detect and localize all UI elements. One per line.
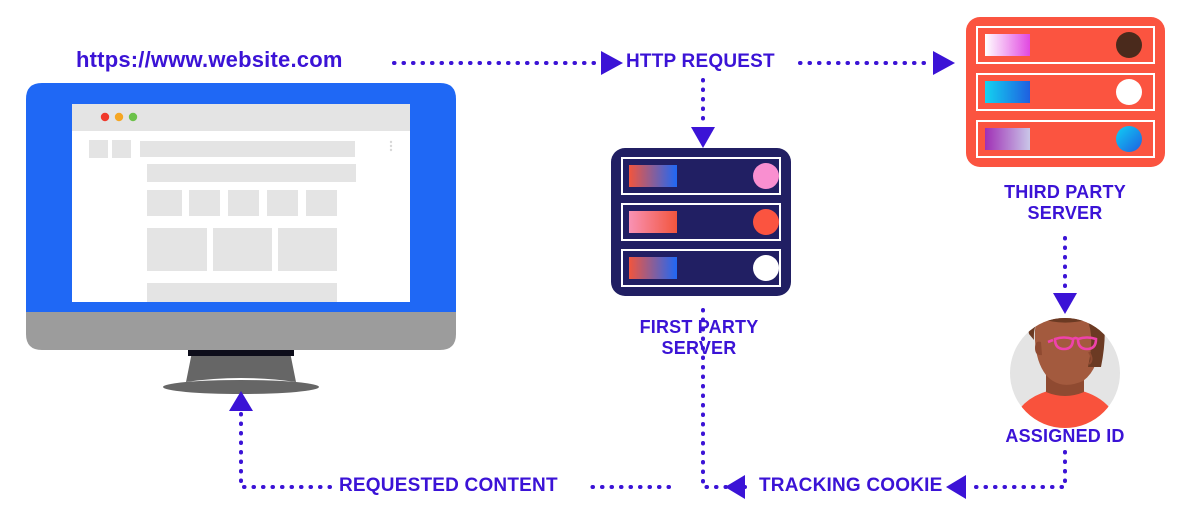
connector-arrowheads [229,51,1077,499]
avatar-glasses-icon [1047,336,1098,351]
arrow-down-to-user-icon [1053,293,1077,314]
monitor-base [163,380,319,394]
third-party-server-bay-3 [976,120,1155,158]
arrow-down-to-first-party-icon [691,127,715,148]
arrow-right-to-third-party-icon [933,51,955,75]
arrow-right-to-http-icon [601,51,623,75]
first-party-server-bay-3 [621,249,781,287]
third-party-server-label-line1: THIRD PARTY [1004,182,1126,202]
third-party-server-bay-2 [976,73,1155,111]
connector-lines [239,61,1067,489]
tracking-cookie-label: TRACKING COOKIE [759,475,943,496]
assigned-id-label: ASSIGNED ID [1005,426,1125,446]
third-party-server-bay-1 [976,26,1155,64]
first-party-server-label-line1: FIRST PARTY [639,317,759,337]
arrow-left-to-first-party-icon [725,475,745,499]
third-party-server [966,17,1165,167]
monitor-stand-neck [186,352,296,382]
http-request-label: HTTP REQUEST [626,51,775,72]
first-party-server-label: FIRST PARTY SERVER [599,317,799,359]
url-label: https://www.website.com [76,47,343,72]
arrow-up-to-monitor-icon [229,391,253,411]
connector-tracking-to-first-party [701,308,747,489]
first-party-server-bay-1 [621,157,781,195]
arrow-left-to-tracking-icon [946,475,966,499]
first-party-server [611,148,791,296]
desktop-monitor [26,83,456,394]
traffic-light-close-icon [100,112,110,122]
traffic-light-maximize-icon [128,112,138,122]
browser-chrome-bar [72,104,410,131]
connector-user-to-tracking [966,450,1067,489]
avatar-ear [1035,341,1042,356]
traffic-light-minimize-icon [114,112,124,122]
avatar-nose [1088,351,1093,365]
user-avatar [1010,318,1120,428]
avatar-shirt [1010,388,1120,428]
first-party-server-label-line2: SERVER [661,338,737,359]
page-skeleton [89,140,393,302]
third-party-server-label: THIRD PARTY SERVER [965,182,1165,224]
first-party-server-bay-2 [621,203,781,241]
avatar-face [1034,318,1101,385]
requested-content-label: REQUESTED CONTENT [339,475,558,496]
monitor-chin [26,300,456,350]
third-party-server-label-line2: SERVER [1027,203,1103,224]
connector-requested-to-monitor [239,410,332,489]
monitor-stand-shadow [188,349,294,356]
